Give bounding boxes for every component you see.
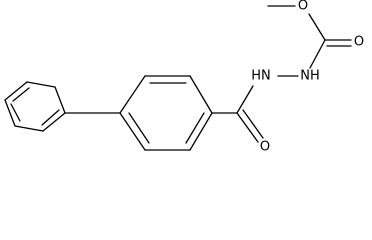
- bond: [119, 112, 146, 151]
- bond: [42, 112, 66, 132]
- structure-diagram: O HN NH O O: [4, 0, 364, 155]
- hydrazide-nh-label: HN: [251, 69, 271, 84]
- double-bond-inner: [12, 87, 30, 102]
- carbonyl-oxygen-label: O: [260, 140, 270, 155]
- carbamate-n-bond: [309, 39, 326, 69]
- bond: [119, 75, 146, 114]
- bond: [189, 75, 213, 114]
- bond: [4, 81, 28, 101]
- bond: [26, 81, 56, 88]
- ester-bond: [308, 13, 326, 41]
- carbamate-nh-label: NH: [300, 69, 320, 84]
- double-bond-inner: [10, 103, 21, 122]
- amide-bond: [236, 85, 254, 114]
- bond: [4, 99, 16, 127]
- carbonyl-bond: [236, 112, 259, 143]
- bond: [189, 112, 213, 151]
- double-bond-inner: [128, 112, 150, 144]
- double-bond-inner: [41, 109, 60, 126]
- phenyl-ring: [4, 81, 66, 132]
- carbonyl-bond-double: [242, 109, 264, 139]
- carbamate-oxygen-label: O: [354, 35, 364, 50]
- bond: [14, 125, 44, 132]
- double-bond-inner: [185, 112, 205, 144]
- bond: [54, 86, 66, 114]
- ester-oxygen-label: O: [298, 0, 308, 14]
- phenylene-ring: [119, 75, 213, 151]
- molecule-drawing: O HN NH O O: [4, 0, 364, 155]
